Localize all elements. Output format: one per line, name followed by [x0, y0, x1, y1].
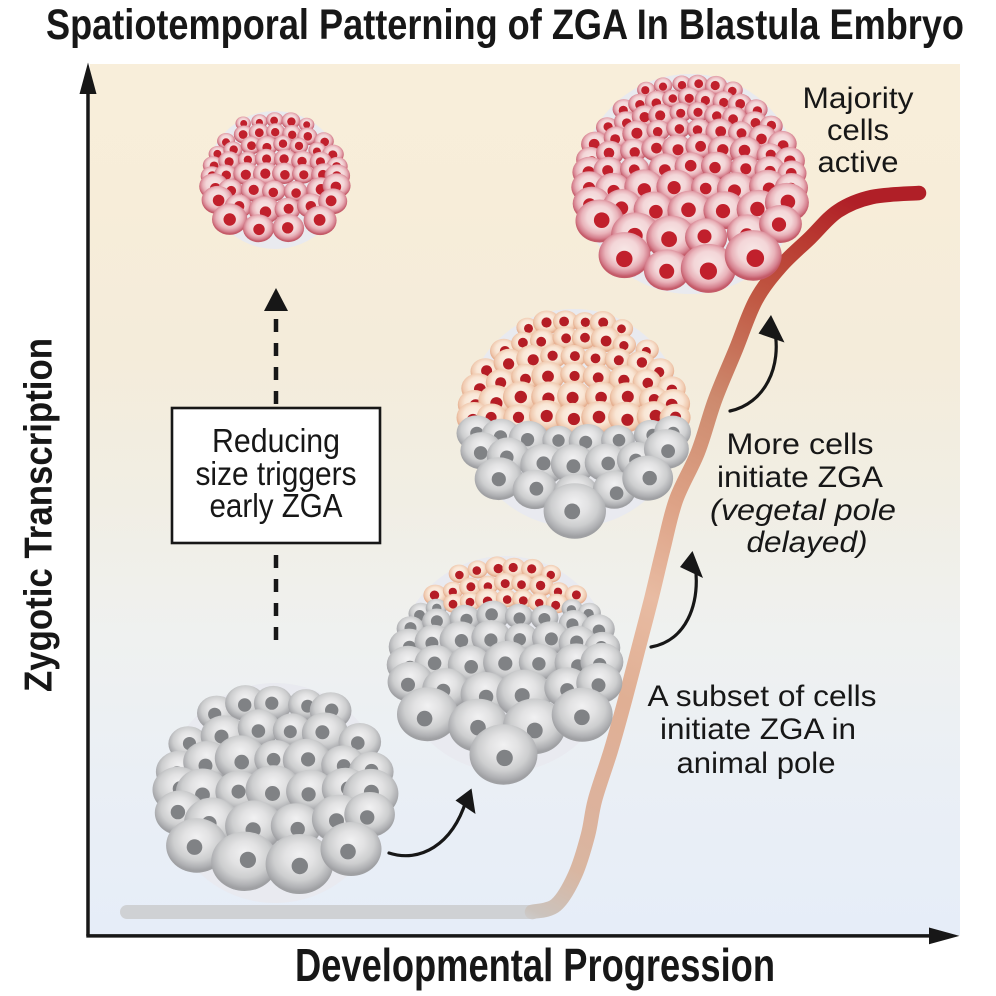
svg-text:size triggers: size triggers: [196, 455, 357, 492]
svg-text:delayed): delayed): [747, 526, 868, 559]
svg-text:active: active: [818, 146, 899, 179]
svg-text:Reducing: Reducing: [212, 422, 340, 459]
svg-text:initiate ZGA: initiate ZGA: [717, 461, 883, 494]
svg-text:Zygotic Transcription: Zygotic Transcription: [17, 338, 60, 692]
svg-text:cells: cells: [827, 114, 889, 147]
svg-text:(vegetal pole: (vegetal pole: [710, 494, 896, 527]
svg-text:A subset of cells: A subset of cells: [648, 680, 877, 713]
svg-text:early ZGA: early ZGA: [210, 487, 343, 524]
svg-text:Spatiotemporal Patterning of Z: Spatiotemporal Patterning of ZGA In Blas…: [46, 1, 964, 49]
svg-text:Developmental Progression: Developmental Progression: [295, 939, 775, 991]
svg-text:initiate ZGA in: initiate ZGA in: [660, 713, 856, 746]
svg-text:animal pole: animal pole: [677, 747, 836, 780]
svg-text:More cells: More cells: [727, 428, 874, 461]
svg-text:Majority: Majority: [803, 82, 914, 115]
